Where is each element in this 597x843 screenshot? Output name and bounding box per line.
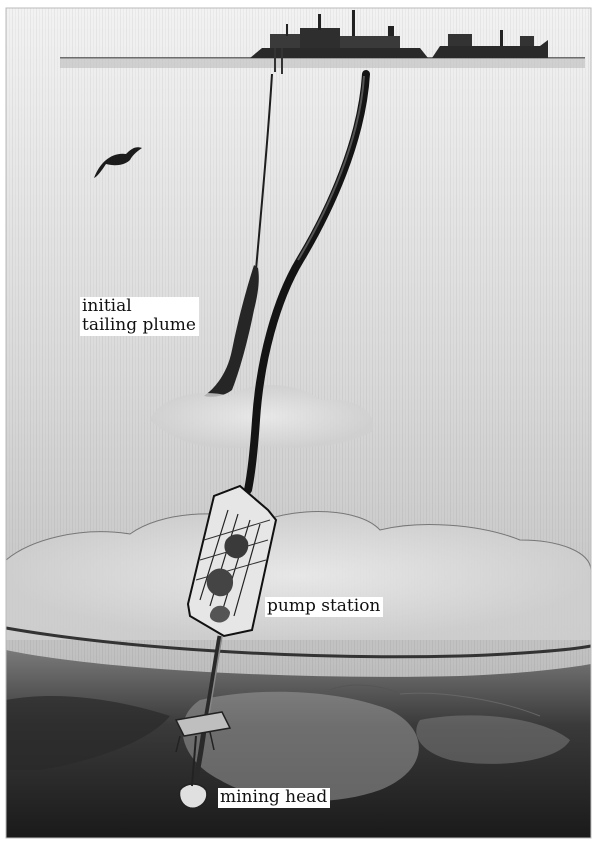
mining-head-label: mining head: [218, 788, 330, 808]
sea-surface-shade: [60, 58, 585, 68]
plume-label-line2: tailing plume: [82, 316, 196, 335]
plume-label-line1: initial: [82, 297, 196, 316]
pump-station-label: pump station: [265, 597, 383, 617]
plume-label: initial tailing plume: [80, 297, 199, 336]
